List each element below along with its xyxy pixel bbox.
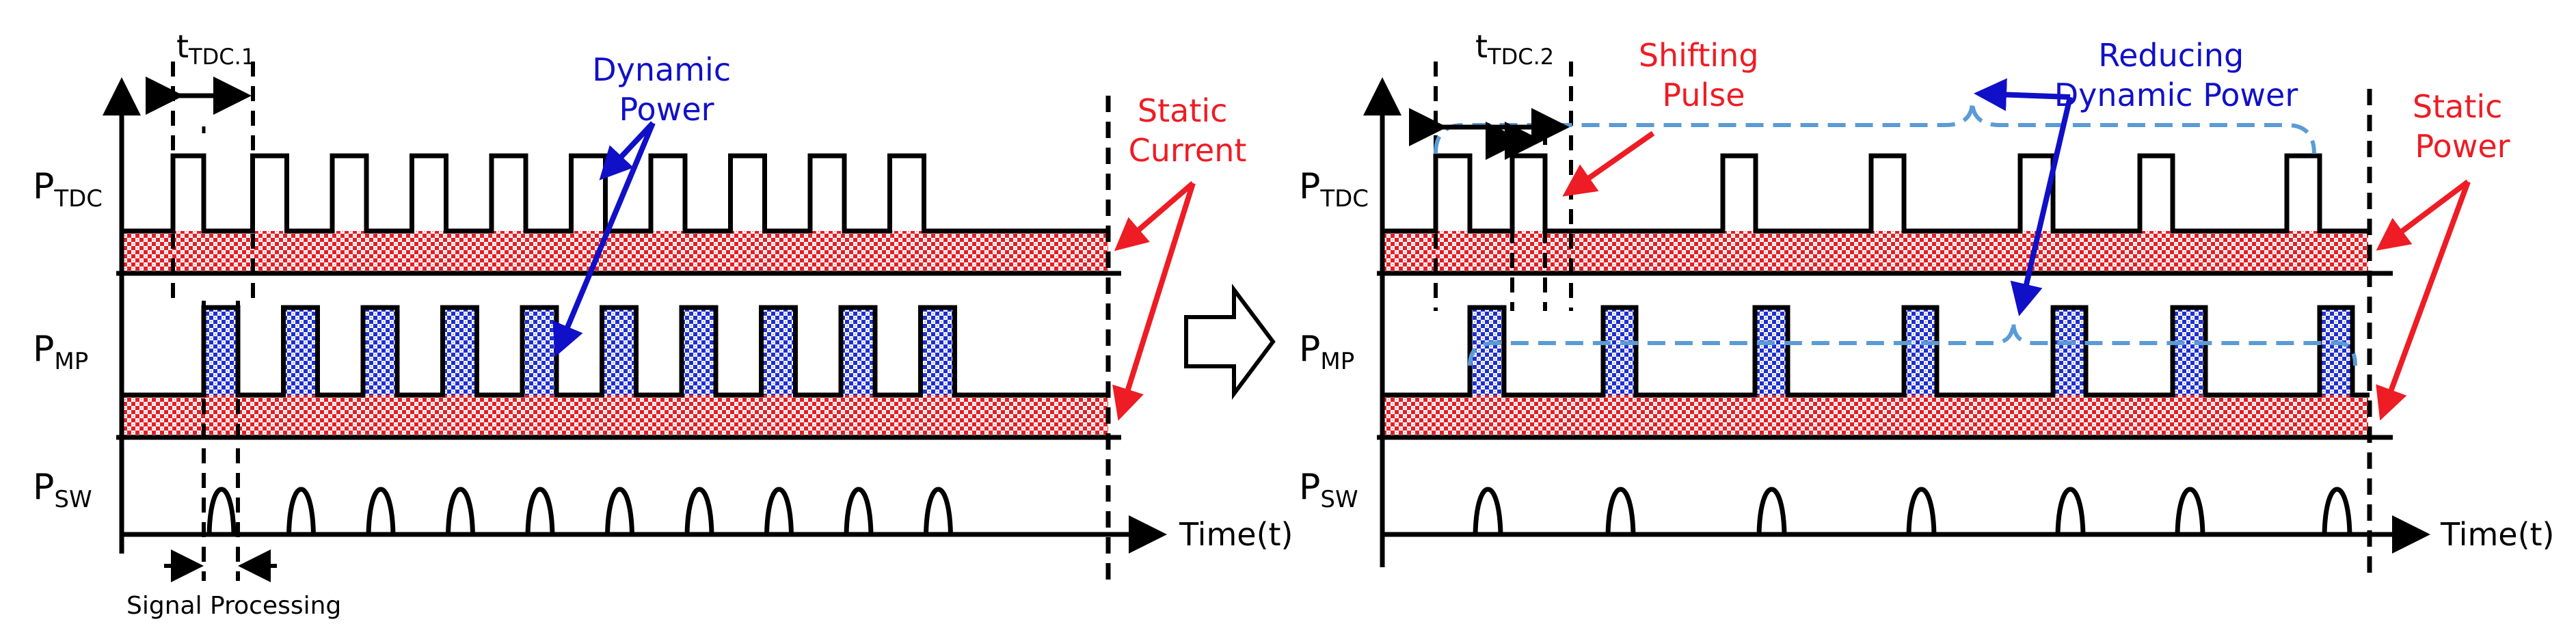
left-row-label-tdc: PTDC: [33, 166, 103, 213]
left-mp-dynamic-block-5: [522, 308, 556, 395]
right-time-axis-label: Time(t): [2440, 516, 2555, 553]
right-row-label-sw: PSW: [1299, 467, 1358, 513]
right-tdc-waveform: [1382, 153, 2370, 234]
right-static-power-arrow-1: [2376, 179, 2470, 251]
left-mp-dynamic-block-9: [841, 308, 875, 395]
right-tdc-static-band: [1382, 231, 2368, 273]
right-shifting-pulse-label: Shifting Pulse: [1639, 37, 1769, 113]
right-reducing-arrow-2: [2010, 96, 2073, 316]
left-static-current-arrow-1: [1114, 180, 1195, 251]
left-dynamic-power-arrow-1: [599, 121, 655, 180]
left-static-current-label: Static Current: [1129, 92, 1247, 169]
left-mp-dynamic-block-3: [363, 308, 397, 395]
left-row-label-mp: PMP: [33, 329, 88, 375]
right-panel-proposed: tTDC.2 PTDC PMP PSW Shifting Pulse Reduc…: [1299, 28, 2555, 581]
left-mp-dynamic-block-2: [283, 308, 318, 395]
left-tdc-waveform: [122, 153, 1108, 234]
right-mp-dynamic-block-6: [2173, 308, 2205, 395]
left-mp-dynamic-block-10: [920, 308, 955, 395]
right-shifting-pulse-arrow: [1562, 131, 1655, 197]
left-time-axis-label: Time(t): [1179, 516, 1293, 553]
right-mp-reducing-bracket: [1468, 321, 2357, 366]
right-mp-dynamic-block-7: [2320, 308, 2352, 395]
left-tdc-static-band: [122, 231, 1108, 273]
left-dynamic-power-arrow-2: [552, 122, 656, 357]
left-static-current-arrow-2: [1112, 182, 1196, 421]
right-reducing-dynamic-power-label: Reducing Dynamic Power: [2054, 37, 2298, 113]
left-mp-dynamic-block-6: [602, 308, 636, 395]
left-signal-processing-label: Signal Processing: [126, 592, 341, 620]
right-static-power-label: Static Power: [2413, 88, 2512, 165]
right-mp-static-band: [1382, 395, 2368, 437]
left-mp-dynamic-blocks: [204, 308, 955, 395]
left-mp-dynamic-block-8: [761, 308, 796, 395]
right-reducing-arrow-1: [1974, 78, 2071, 111]
left-mp-dynamic-block-7: [682, 308, 716, 395]
right-row-label-tdc: PTDC: [1299, 166, 1369, 213]
left-dynamic-power-label: Dynamic Power: [592, 51, 741, 128]
left-sw-waveform: [206, 487, 953, 535]
left-mp-static-band: [122, 395, 1108, 437]
right-static-power-arrow-2: [2376, 180, 2471, 421]
outlined-right-arrow-icon: [1184, 284, 1276, 400]
right-mp-waveform: [1382, 305, 2370, 398]
left-mp-dynamic-block-1: [204, 308, 238, 395]
right-tdc-period-label: tTDC.2: [1475, 28, 1554, 70]
right-mp-dynamic-block-3: [1755, 308, 1788, 395]
right-mp-dynamic-block-4: [1904, 308, 1937, 395]
right-sw-waveform: [1473, 487, 2352, 535]
left-panel-conventional: tTDC.1 PTDC PMP PSW Dynamic Power Static…: [33, 28, 1293, 620]
left-tdc-period-label: tTDC.1: [176, 28, 255, 70]
right-mp-dynamic-block-5: [2053, 308, 2086, 395]
right-row-label-mp: PMP: [1299, 329, 1354, 375]
left-mp-waveform: [122, 305, 1108, 398]
right-mp-dynamic-block-2: [1603, 308, 1636, 395]
left-mp-dynamic-block-4: [442, 308, 477, 395]
left-row-label-sw: PSW: [33, 467, 92, 513]
